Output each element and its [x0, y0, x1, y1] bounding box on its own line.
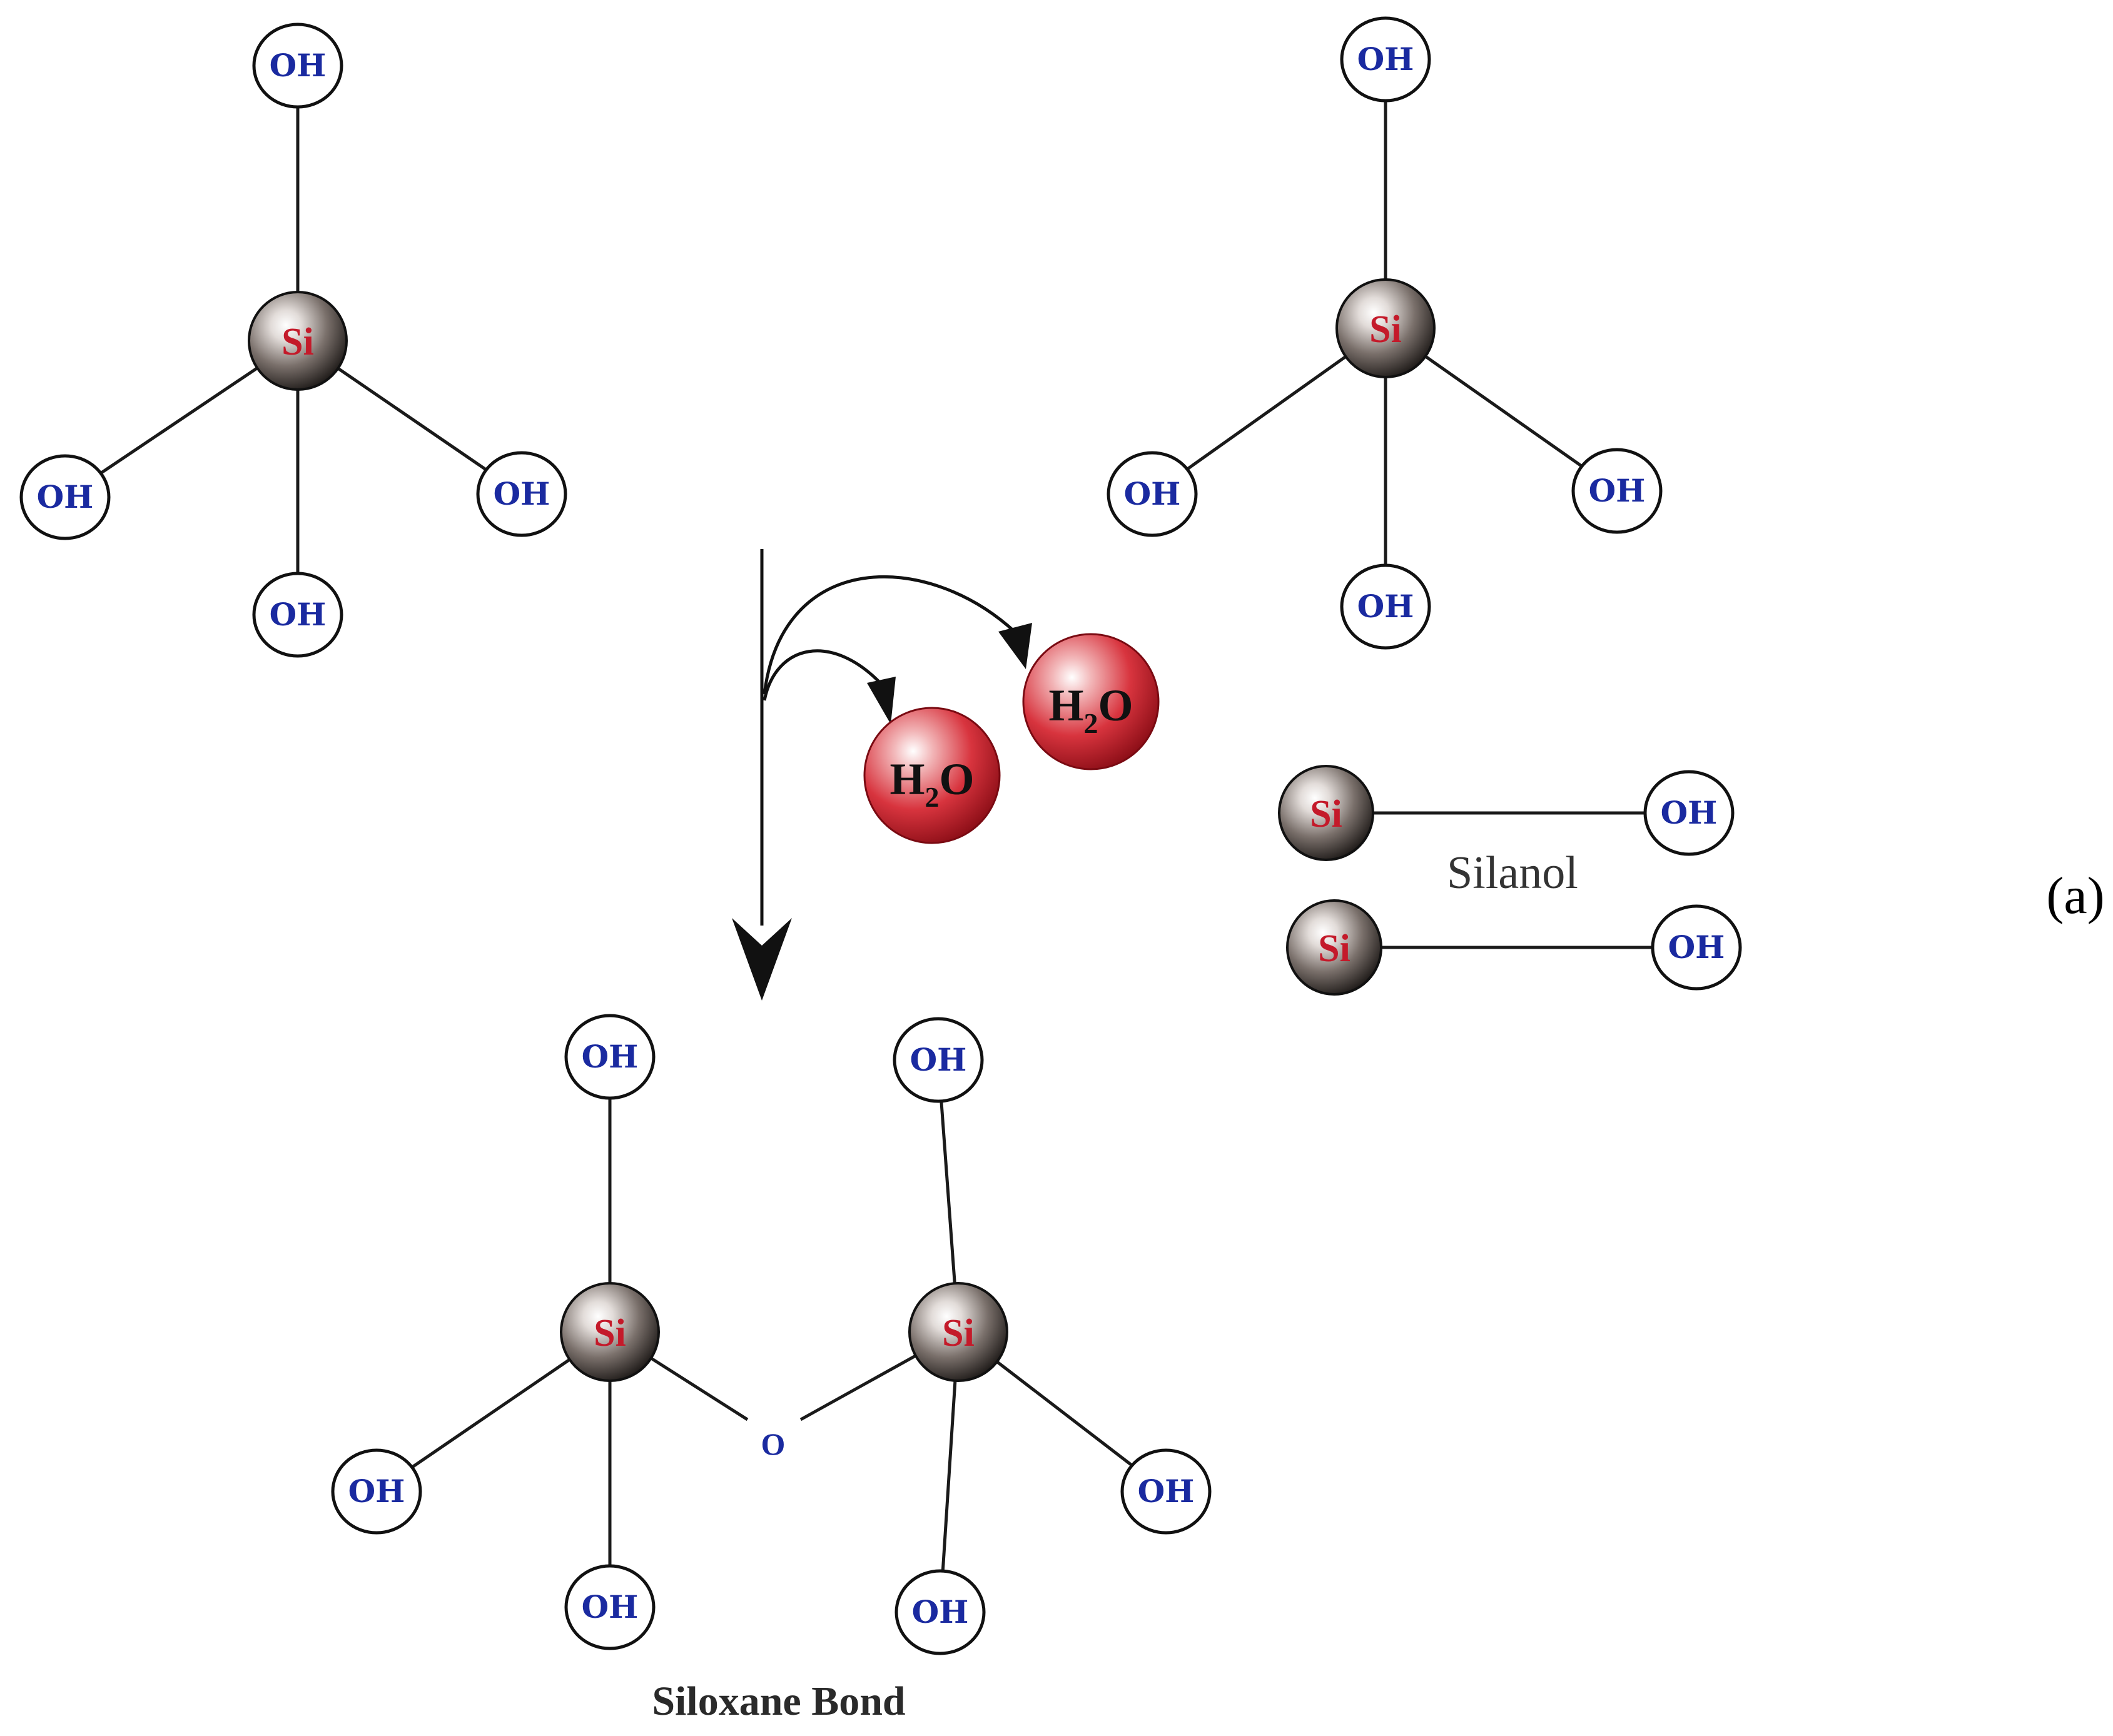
bridging-oxygen: O: [761, 1426, 786, 1461]
silicon-symbol: Si: [942, 1312, 975, 1355]
hydroxyl-symbol: OH: [270, 596, 327, 633]
silicon-atom: Si: [248, 291, 348, 391]
hydroxyl-group: OH: [1107, 451, 1198, 537]
hydroxyl-group: OH: [564, 1564, 656, 1650]
reaction-arrow: [732, 549, 792, 1001]
water-release-arrow-outer: [763, 575, 1032, 695]
silicon-symbol: Si: [1318, 927, 1350, 970]
silicon-atom: Si: [1286, 899, 1382, 996]
silanol-label: Silanol: [1447, 847, 1578, 899]
hydroxyl-symbol: OH: [910, 1041, 967, 1078]
hydroxyl-symbol: OH: [1357, 588, 1414, 625]
hydroxyl-group: OH: [564, 1014, 656, 1100]
hydroxyl-group: OH: [894, 1569, 986, 1655]
water-sub: 2: [1084, 707, 1098, 739]
silicon-atom: Si: [560, 1282, 660, 1382]
water-sub: 2: [925, 781, 940, 813]
silicon-atom: Si: [1278, 765, 1374, 861]
hydroxyl-symbol: OH: [1138, 1473, 1195, 1510]
silicon-symbol: Si: [1310, 793, 1342, 835]
hydroxyl-group: OH: [893, 1017, 984, 1103]
hydroxyl-group: OH: [1340, 563, 1431, 650]
hydroxyl-symbol: OH: [1661, 794, 1718, 831]
hydroxyl-group: OH: [19, 454, 111, 540]
silicon-atom: Si: [908, 1282, 1008, 1382]
hydroxyl-symbol: OH: [1357, 41, 1414, 78]
siloxane-bond-caption: Siloxane Bond: [652, 1678, 905, 1724]
hydroxyl-group: OH: [1643, 770, 1735, 856]
hydroxyl-group: OH: [1571, 448, 1663, 534]
hydroxyl-group: OH: [1651, 904, 1742, 991]
panel-label: (a): [2046, 867, 2104, 925]
hydroxyl-group: OH: [331, 1448, 422, 1535]
hydroxyl-group: OH: [476, 451, 567, 537]
water-h: H: [889, 754, 925, 804]
hydroxyl-symbol: OH: [1589, 472, 1646, 509]
hydroxyl-symbol: OH: [494, 475, 550, 512]
water-release-arrow-inner: [763, 649, 896, 724]
hydroxyl-group: OH: [252, 572, 343, 658]
hydroxyl-symbol: OH: [582, 1038, 639, 1075]
hydroxyl-group: OH: [1340, 16, 1431, 103]
silicon-atom: Si: [1335, 278, 1436, 378]
water-h: H: [1048, 680, 1083, 730]
svg-text:H2O: H2O: [889, 754, 974, 813]
silicon-symbol: Si: [281, 321, 314, 363]
water-molecule: H2O: [1022, 633, 1160, 770]
hydroxyl-symbol: OH: [37, 478, 94, 515]
hydroxyl-symbol: OH: [270, 47, 327, 84]
hydroxyl-symbol: OH: [912, 1593, 969, 1630]
hydroxyl-symbol: OH: [1668, 929, 1725, 966]
water-o: O: [1098, 680, 1133, 730]
silicon-symbol: Si: [1369, 308, 1402, 351]
water-o: O: [940, 754, 975, 804]
hydroxyl-symbol: OH: [348, 1473, 405, 1510]
hydroxyl-symbol: OH: [582, 1588, 639, 1625]
water-molecule: H2O: [863, 707, 1001, 844]
svg-text:H2O: H2O: [1048, 680, 1133, 739]
silicon-symbol: Si: [594, 1312, 626, 1355]
hydroxyl-symbol: OH: [1124, 475, 1181, 512]
hydroxyl-group: OH: [1120, 1448, 1212, 1535]
hydroxyl-group: OH: [252, 23, 343, 109]
